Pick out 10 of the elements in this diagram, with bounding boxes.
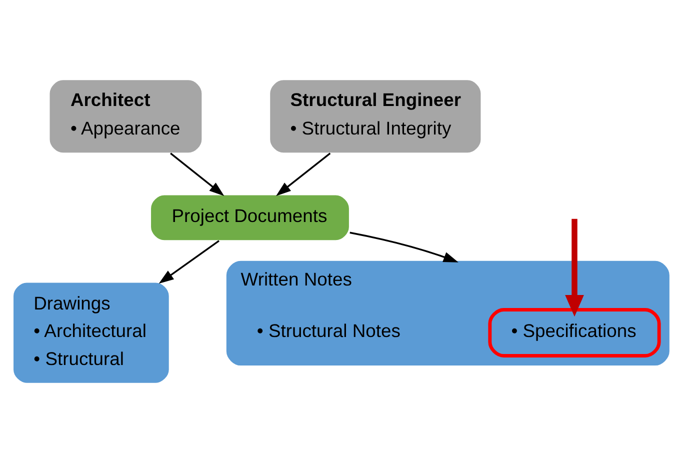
node-box: Drawings • Architectural • Structural	[12, 282, 170, 384]
node-box: Project Documents	[150, 194, 350, 242]
arrow	[350, 232, 458, 262]
node-box: Structural Engineer • Structural Integrity	[268, 79, 482, 154]
arrow	[276, 152, 331, 196]
node-box: Architect • Appearance	[48, 79, 203, 154]
node-box: • Specifications	[488, 308, 661, 358]
arrow	[170, 152, 224, 196]
arrow	[565, 218, 584, 317]
arrow	[158, 240, 220, 284]
